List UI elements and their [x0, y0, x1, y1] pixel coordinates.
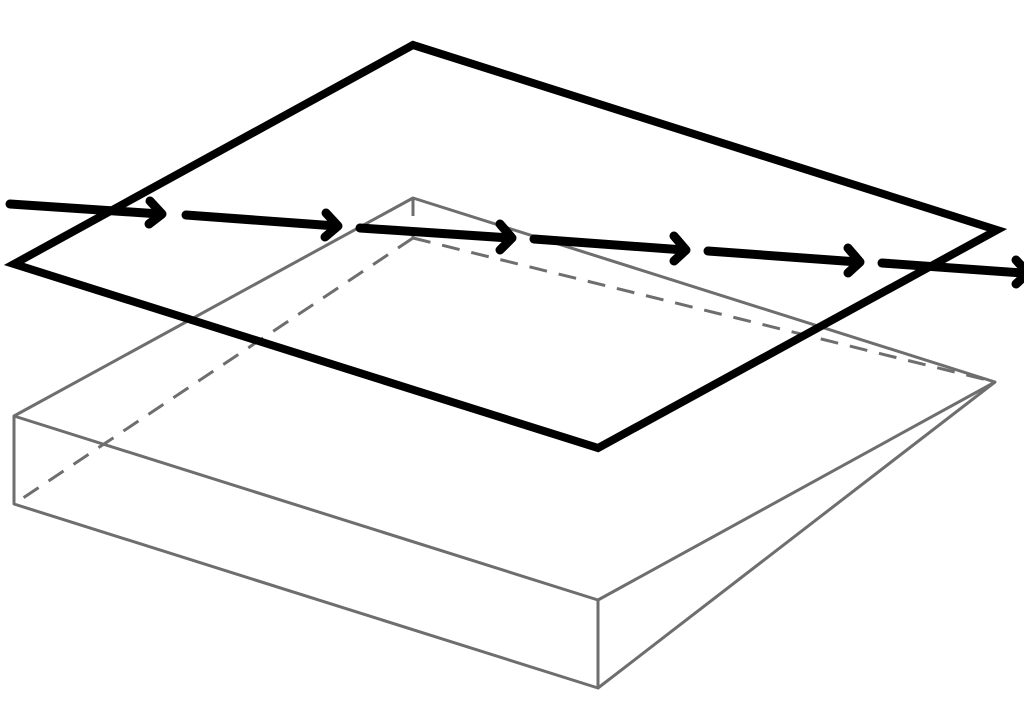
arrow-segment	[703, 243, 865, 278]
plane	[3, 40, 1008, 453]
box-slanted-edge	[597, 380, 996, 690]
arrow-segment	[529, 231, 691, 266]
arrow-segment	[181, 208, 343, 242]
hidden-edge-right	[412, 236, 996, 384]
wedge-box	[12, 196, 997, 690]
arrow-segment	[5, 196, 167, 229]
hidden-edge-left	[13, 236, 414, 506]
arrow-path	[5, 196, 1024, 289]
box-front-edges	[12, 416, 600, 690]
arrow-segment	[877, 255, 1024, 289]
arrow-segment	[355, 219, 517, 255]
